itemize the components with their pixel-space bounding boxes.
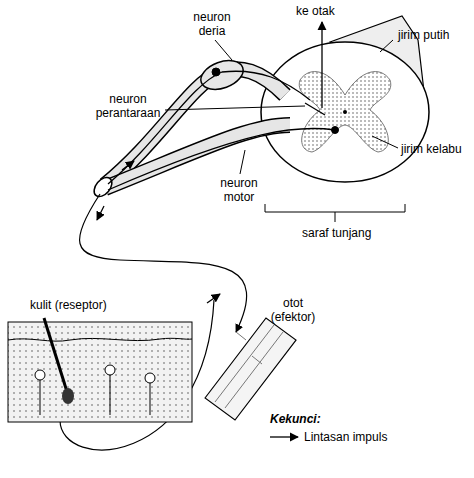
to-brain-arrow (321, 22, 322, 108)
gray-matter (299, 72, 391, 152)
nerve-roots (91, 55, 290, 200)
part-label: otot (efektor) (262, 296, 324, 324)
legend-heading: Kekunci: (270, 412, 321, 426)
bracket (265, 204, 405, 222)
legend-arrow-sample (270, 436, 298, 437)
muscle-section (205, 318, 296, 420)
leader-lines (165, 40, 405, 222)
legend-text: Lintasan impuls (304, 430, 387, 444)
skin-section (8, 318, 192, 422)
part-label: jirim putih (398, 28, 449, 42)
part-label: neuron perantaraan (90, 92, 166, 120)
part-label: ke otak (296, 4, 335, 18)
part-label: neuron deria (186, 10, 238, 38)
part-label: neuron motor (216, 176, 262, 204)
part-label: kulit (reseptor) (30, 298, 107, 312)
ganglion (197, 55, 247, 94)
neurons (108, 68, 339, 190)
part-label: jirim kelabu (401, 142, 462, 156)
part-label: saraf tunjang (302, 226, 371, 240)
impulse-arrows (97, 22, 322, 303)
